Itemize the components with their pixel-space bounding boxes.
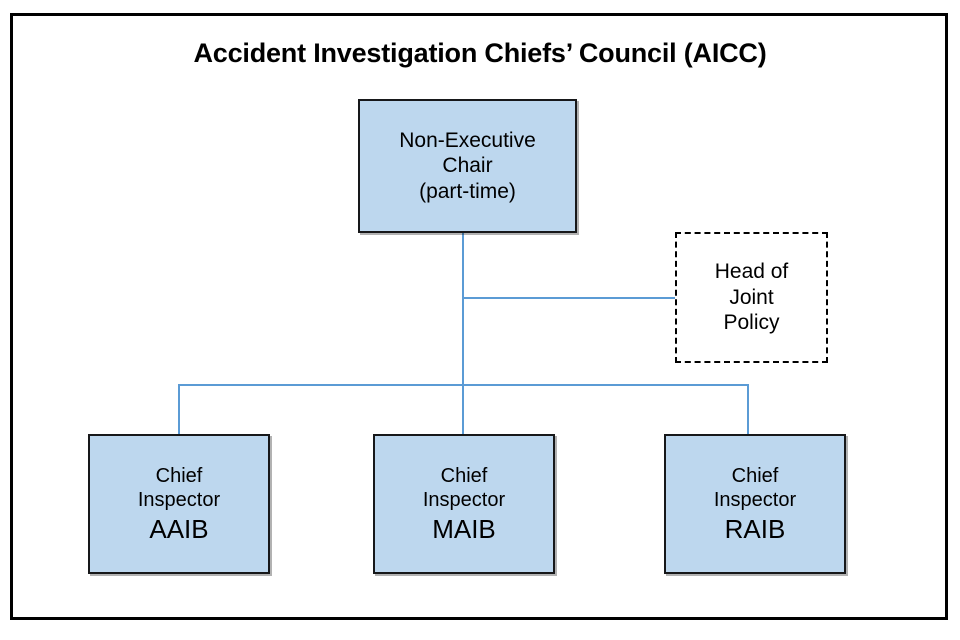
node-policy-line-3: Policy	[723, 311, 780, 335]
node-chief-inspector-maib[interactable]: Chief Inspector MAIB	[373, 434, 555, 574]
node-maib-line-2: Inspector	[422, 489, 506, 512]
node-non-executive-chair[interactable]: Non-Executive Chair (part-time)	[358, 99, 577, 233]
node-aaib-line-2: Inspector	[137, 489, 221, 512]
node-aaib-line-1: Chief	[155, 464, 203, 487]
node-chair-line-1: Non-Executive	[399, 128, 536, 152]
node-maib-line-3: MAIB	[432, 513, 496, 544]
node-chair-line-2: Chair	[442, 154, 493, 178]
node-policy-line-1: Head of	[714, 260, 789, 284]
node-chair-line-3: (part-time)	[419, 179, 516, 203]
node-chief-inspector-aaib[interactable]: Chief Inspector AAIB	[88, 434, 270, 574]
node-policy-line-2: Joint	[729, 285, 774, 309]
node-head-of-joint-policy[interactable]: Head of Joint Policy	[675, 232, 828, 363]
node-chief-inspector-raib[interactable]: Chief Inspector RAIB	[664, 434, 846, 574]
node-aaib-line-3: AAIB	[149, 513, 209, 544]
node-raib-line-2: Inspector	[713, 489, 797, 512]
node-maib-line-1: Chief	[440, 464, 488, 487]
page-title: Accident Investigation Chiefs’ Council (…	[193, 38, 767, 68]
node-raib-line-3: RAIB	[724, 513, 786, 544]
node-raib-line-1: Chief	[731, 464, 779, 487]
